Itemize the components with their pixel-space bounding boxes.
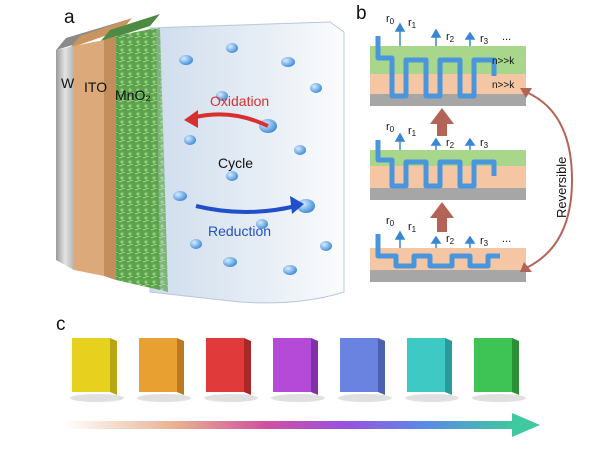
r3-label: r3 bbox=[480, 33, 489, 46]
r-labels-top: r0 r1 r2 r3 ... bbox=[386, 13, 511, 46]
ito-layer bbox=[74, 40, 104, 276]
r2-label: r2 bbox=[446, 233, 455, 246]
nk-label-2: n>>k bbox=[492, 80, 515, 91]
color-swatch-6 bbox=[405, 338, 459, 402]
ellipsis-label: ... bbox=[502, 233, 511, 245]
r1-label: r1 bbox=[408, 125, 417, 138]
color-swatch-3 bbox=[204, 338, 258, 402]
light-paths-bottom bbox=[375, 234, 500, 269]
r1-label: r1 bbox=[408, 221, 417, 234]
ellipsis-label: ... bbox=[502, 31, 511, 43]
layer-label-ito: ITO bbox=[84, 79, 107, 95]
color-swatch-1 bbox=[70, 338, 124, 402]
transition-arrows bbox=[430, 108, 454, 232]
panel-c-label: c bbox=[56, 314, 66, 335]
reduction-arrow bbox=[195, 204, 297, 214]
oxidation-label: Oxidation bbox=[210, 93, 269, 109]
r-labels-bottom: r0 r1 r2 r3 ... bbox=[386, 215, 511, 248]
ion-particles bbox=[173, 43, 332, 275]
gel-electrolyte bbox=[149, 21, 345, 304]
r0-label: r0 bbox=[386, 215, 395, 228]
oxidation-arrow bbox=[191, 112, 269, 128]
reduction-label: Reduction bbox=[208, 223, 271, 239]
reversible-label: Reversible bbox=[554, 157, 569, 218]
r3-label: r3 bbox=[480, 137, 489, 150]
layer-label-mno2: MnO₂ bbox=[115, 87, 151, 103]
color-swatch-5 bbox=[338, 338, 392, 402]
r0-label: r0 bbox=[386, 13, 395, 26]
r-labels-middle: r0 r1 r2 r3 bbox=[386, 121, 489, 150]
r1-label: r1 bbox=[408, 17, 417, 30]
r2-label: r2 bbox=[446, 31, 455, 44]
panel-a-label: a bbox=[64, 7, 75, 28]
r0-label: r0 bbox=[386, 121, 395, 134]
color-gradient-arrow bbox=[64, 413, 540, 437]
light-paths-middle bbox=[375, 140, 497, 189]
color-swatch-4 bbox=[271, 338, 325, 402]
device-cube bbox=[56, 14, 345, 304]
color-swatches bbox=[70, 338, 526, 402]
r3-label: r3 bbox=[480, 235, 489, 248]
light-paths-top bbox=[375, 36, 497, 99]
color-swatch-7 bbox=[472, 338, 526, 402]
nk-label-1: n>>k bbox=[492, 56, 515, 67]
reversible-arrow bbox=[525, 91, 574, 269]
reflection-arrows bbox=[394, 22, 476, 248]
color-swatch-2 bbox=[137, 338, 191, 402]
r2-label: r2 bbox=[446, 137, 455, 150]
cycle-label: Cycle bbox=[218, 155, 253, 171]
tungsten-layer bbox=[56, 46, 74, 270]
panel-b-label: b bbox=[356, 3, 367, 24]
layer-label-w: W bbox=[61, 75, 75, 91]
